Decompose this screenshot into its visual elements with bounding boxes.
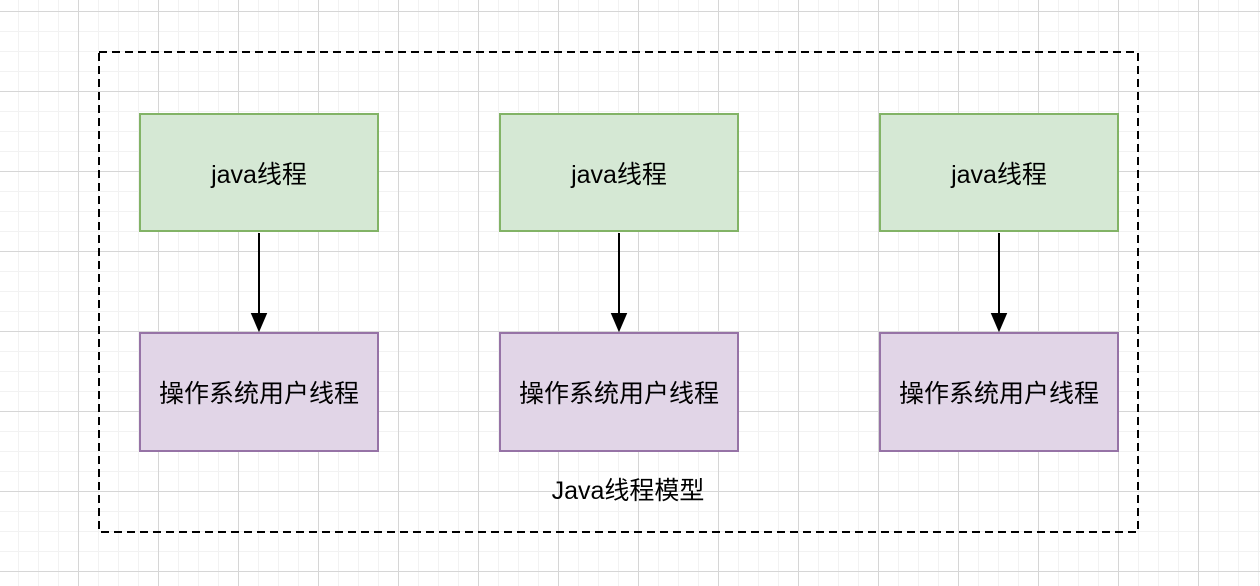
- arrowhead-icon: [610, 313, 628, 333]
- arrow-java-to-os-1[interactable]: [250, 233, 268, 333]
- os-user-thread-label-3: 操作系统用户线程: [898, 380, 1099, 408]
- os-user-thread-node-2[interactable]: 操作系统用户线程: [499, 332, 739, 452]
- arrowhead-icon: [250, 313, 268, 333]
- os-user-thread-label-1: 操作系统用户线程: [158, 380, 359, 408]
- arrowhead-icon: [990, 313, 1008, 333]
- arrow-java-to-os-2[interactable]: [610, 233, 628, 333]
- arrow-java-to-os-3[interactable]: [990, 233, 1008, 333]
- java-thread-label-2: java线程: [571, 160, 667, 189]
- java-thread-label-3: java线程: [951, 160, 1047, 189]
- os-user-thread-node-3[interactable]: 操作系统用户线程: [879, 332, 1119, 452]
- group-frame[interactable]: [98, 51, 1139, 533]
- os-user-thread-label-2: 操作系统用户线程: [518, 380, 719, 408]
- java-thread-node-2[interactable]: java线程: [499, 113, 739, 232]
- java-thread-node-3[interactable]: java线程: [879, 113, 1119, 232]
- group-label: Java线程模型: [551, 477, 705, 505]
- os-user-thread-node-1[interactable]: 操作系统用户线程: [139, 332, 379, 452]
- java-thread-node-1[interactable]: java线程: [139, 113, 379, 232]
- java-thread-label-1: java线程: [211, 160, 307, 189]
